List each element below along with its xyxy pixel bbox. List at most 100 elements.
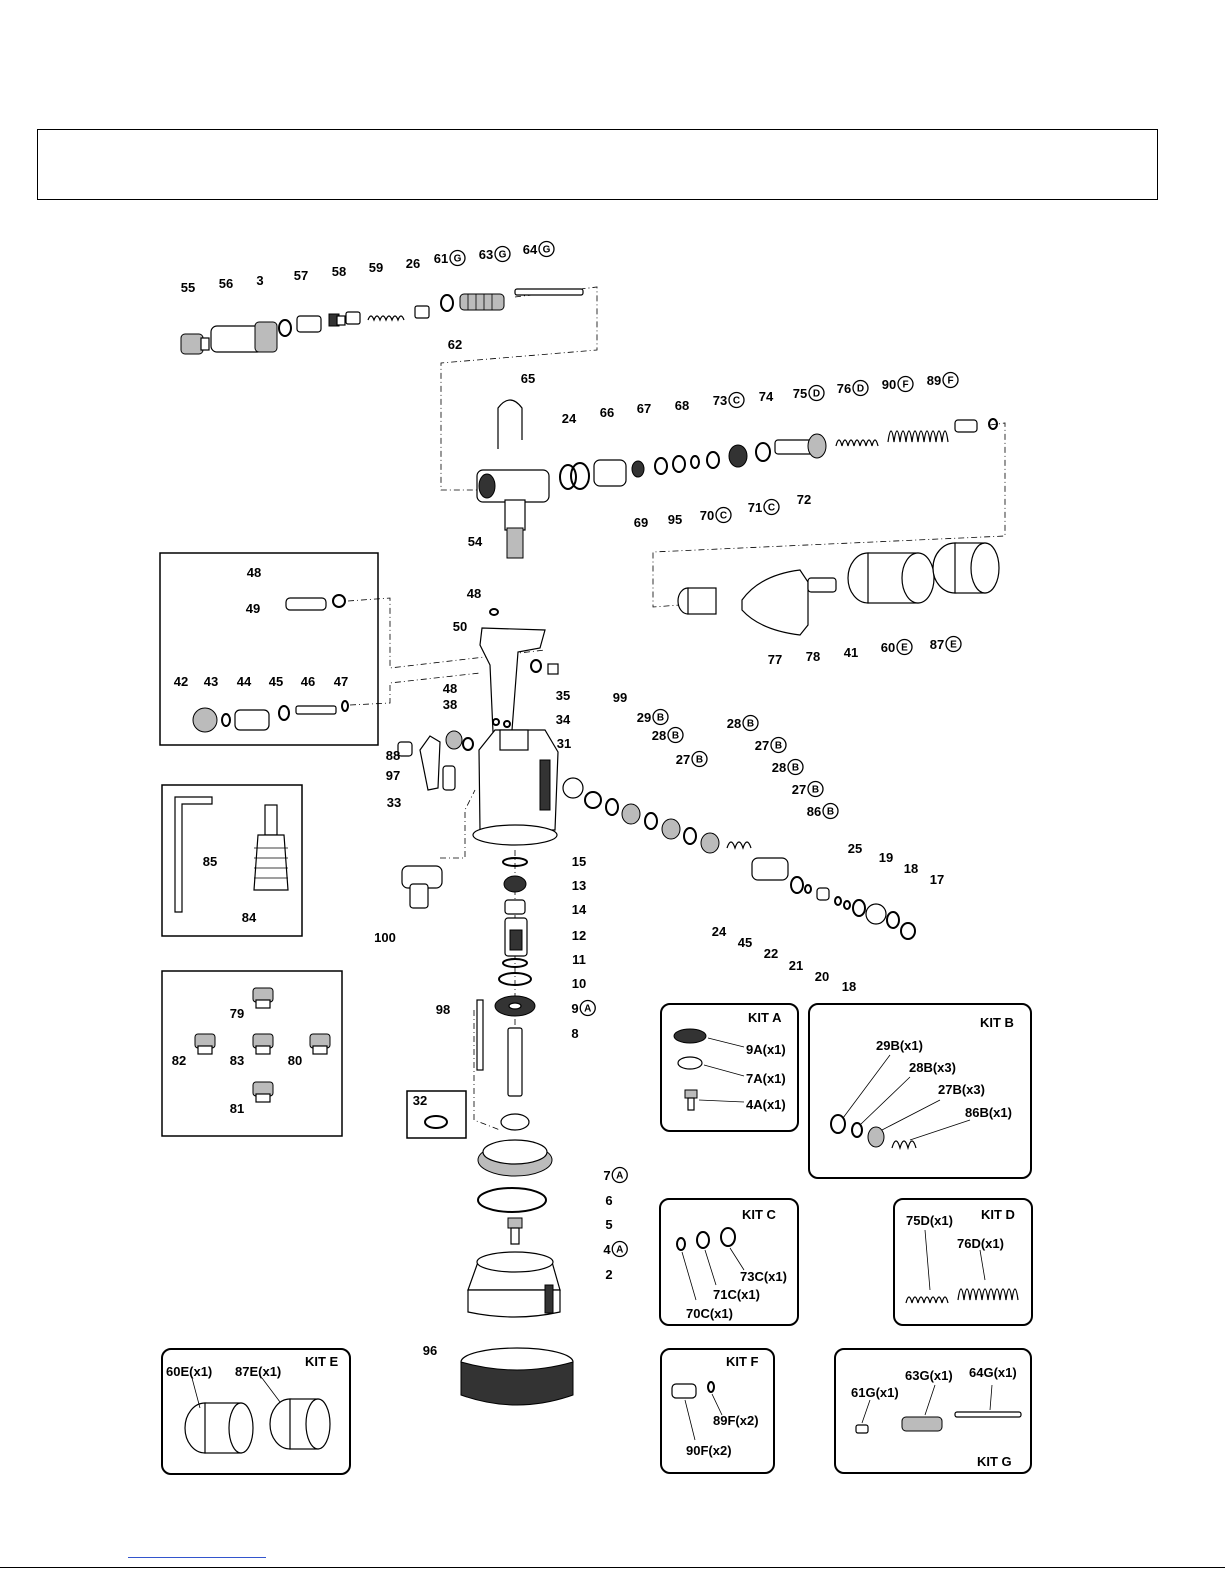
inset-frame-plugs xyxy=(161,970,343,1137)
kit-letter-circle xyxy=(852,379,869,397)
part-73 xyxy=(755,442,771,462)
part-41 xyxy=(807,577,837,593)
part-54-head xyxy=(476,469,550,559)
kit-f-title: KIT F xyxy=(726,1354,759,1369)
callout-number: 99 xyxy=(613,690,627,705)
callout-c12: 12 xyxy=(572,928,586,943)
callout-number: 66 xyxy=(600,405,614,420)
callout-number: 61 xyxy=(434,251,448,266)
callout-c35: 35 xyxy=(556,688,570,703)
kit-letter: B xyxy=(775,741,782,752)
callout-number: 90 xyxy=(882,377,896,392)
callout-number: 84 xyxy=(242,910,257,925)
callout-number: 38 xyxy=(443,697,457,712)
part-79-plug xyxy=(252,987,274,1009)
kit-d-title: KIT D xyxy=(981,1207,1015,1222)
callout-number: 73 xyxy=(713,393,727,408)
callout-c95: 95 xyxy=(668,512,682,527)
kit-a-title: KIT A xyxy=(748,1010,782,1025)
callout-c77: 77 xyxy=(768,652,782,667)
callout-c6: 6 xyxy=(605,1193,612,1208)
footer-link-underline[interactable] xyxy=(128,1557,266,1558)
kit-letter-circle xyxy=(763,498,780,516)
part-42 xyxy=(192,707,218,733)
callout-c41: 41 xyxy=(844,645,858,660)
callout-c100: 100 xyxy=(374,930,396,945)
callout-number: 26 xyxy=(406,256,420,271)
assembly-line-nose xyxy=(652,422,1006,608)
callout-number: 33 xyxy=(387,795,401,810)
callout-number: 65 xyxy=(521,371,535,386)
part-10-oring xyxy=(498,972,532,986)
callout-c56: 56 xyxy=(219,276,233,291)
part-63 xyxy=(459,293,505,311)
callout-c44: 44 xyxy=(237,674,252,689)
kit-f-box: KIT F 89F(x2) 90F(x2) xyxy=(660,1348,775,1474)
callout-number: 57 xyxy=(294,268,308,283)
callout-number: 42 xyxy=(174,674,188,689)
kit-letter-circle xyxy=(691,750,708,768)
callout-c72: 72 xyxy=(797,492,811,507)
part-55-plug xyxy=(180,333,210,355)
callout-c20: 20 xyxy=(815,969,829,984)
callout-c10: 10 xyxy=(572,976,586,991)
callout-number: 97 xyxy=(386,768,400,783)
part-84-tool xyxy=(253,804,289,891)
kit-b-item-2: 28B(x3) xyxy=(909,1060,956,1075)
callout-number: 31 xyxy=(557,736,571,751)
callout-number: 13 xyxy=(572,878,586,893)
callout-c34: 34 xyxy=(556,712,571,727)
part-35-34 xyxy=(530,659,559,675)
part-80-plug xyxy=(309,1033,331,1055)
callout-c65: 65 xyxy=(521,371,535,386)
callout-c85: 85 xyxy=(203,854,217,869)
part-96-base xyxy=(460,1347,574,1406)
callout-c45a: 45 xyxy=(269,674,283,689)
part-81-plug xyxy=(252,1081,274,1103)
kit-letter-circle xyxy=(942,371,959,389)
part-26-spring xyxy=(367,315,405,322)
part-95 xyxy=(672,455,686,473)
kit-letter-circle xyxy=(611,1240,628,1258)
kit-letter-circle xyxy=(494,245,511,263)
callout-number: 89 xyxy=(927,373,941,388)
callout-c50: 50 xyxy=(453,619,467,634)
kit-c-item-1: 73C(x1) xyxy=(740,1269,787,1284)
callout-c80: 80 xyxy=(288,1053,302,1068)
kit-c-title: KIT C xyxy=(742,1207,777,1222)
callout-number: 100 xyxy=(374,930,396,945)
callout-number: 28 xyxy=(727,716,741,731)
part-27-2 xyxy=(661,818,681,840)
kit-letter: A xyxy=(616,1245,623,1256)
callout-c55: 55 xyxy=(181,280,195,295)
part-43 xyxy=(221,713,231,727)
kit-letter: C xyxy=(720,511,727,522)
part-56-body xyxy=(210,321,278,353)
kit-letter-circle xyxy=(538,240,555,258)
kit-letter: B xyxy=(812,785,819,796)
kit-letter: B xyxy=(657,713,664,724)
callout-number: 2 xyxy=(605,1267,612,1282)
callout-c21: 21 xyxy=(789,958,803,973)
callout-number: 24 xyxy=(712,924,727,939)
kit-letter-circle xyxy=(822,802,839,820)
callout-c48b: 48 xyxy=(467,586,481,601)
callout-number: 67 xyxy=(637,401,651,416)
part-8-rod xyxy=(507,1027,523,1097)
kit-g-item-1: 63G(x1) xyxy=(905,1368,953,1383)
callout-c15: 15 xyxy=(572,854,586,869)
part-64-pin xyxy=(514,288,584,296)
callout-number: 56 xyxy=(219,276,233,291)
callout-number: 18 xyxy=(904,861,918,876)
callout-c79: 79 xyxy=(230,1006,244,1021)
callout-number: 34 xyxy=(556,712,571,727)
kit-letter: D xyxy=(857,384,864,395)
callout-number: 79 xyxy=(230,1006,244,1021)
kit-letter: F xyxy=(902,380,908,391)
callout-number: 5 xyxy=(605,1217,612,1232)
kit-b-item-3: 27B(x3) xyxy=(938,1082,985,1097)
part-38-48 xyxy=(445,718,511,751)
